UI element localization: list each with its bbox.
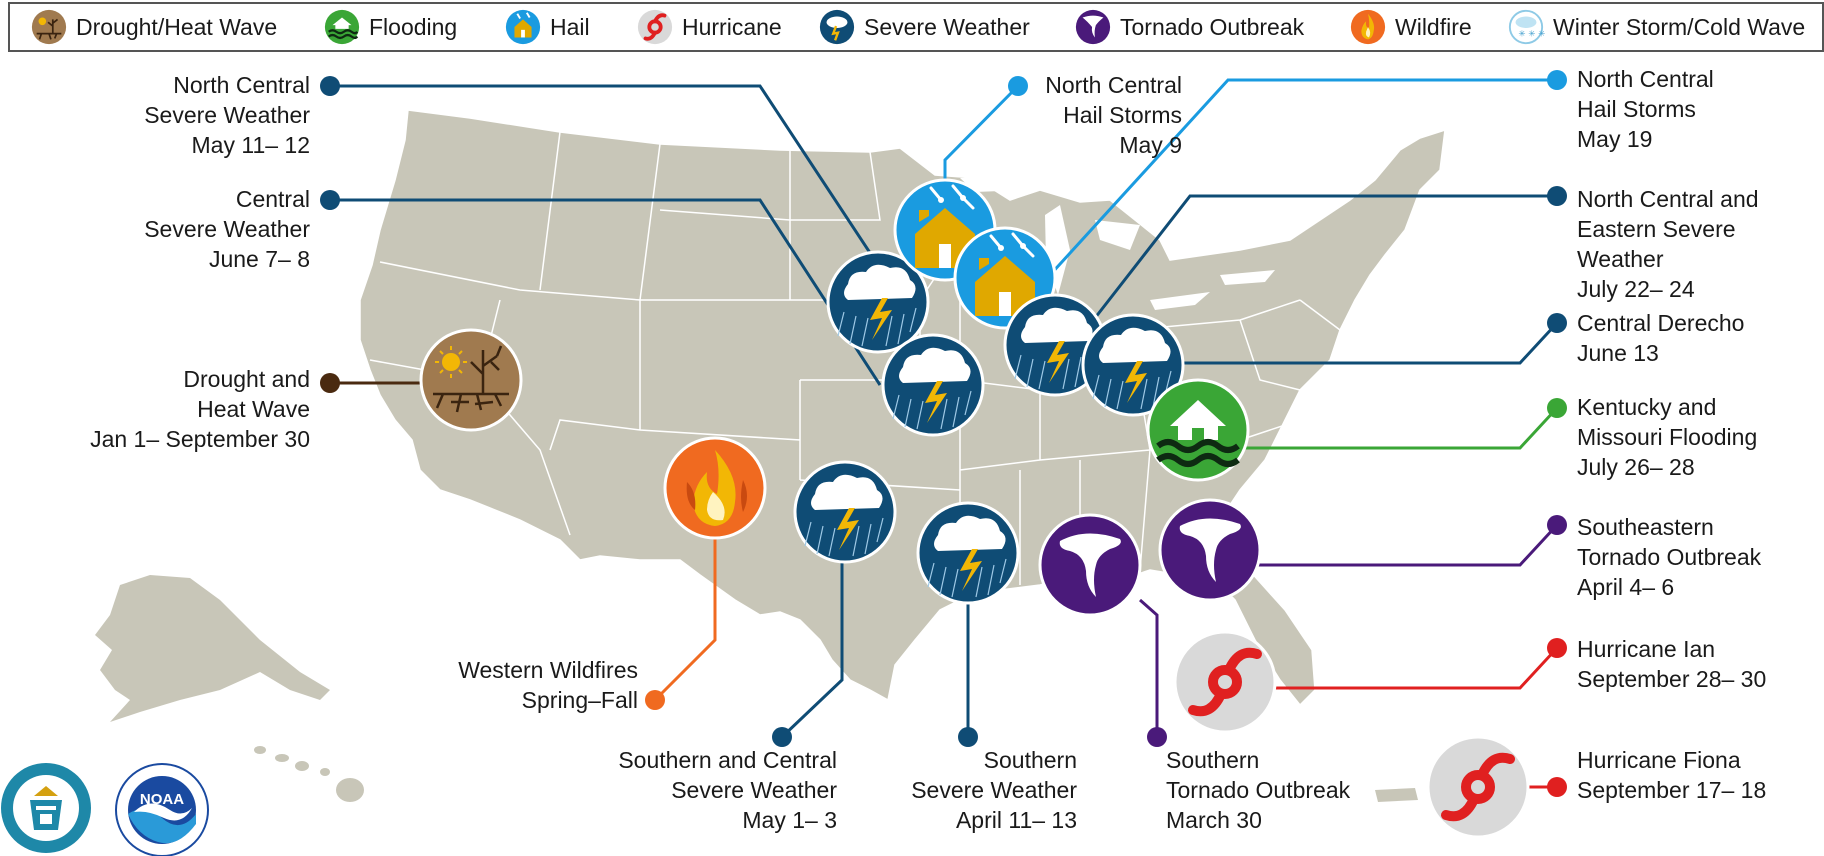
leader-endpoints — [320, 70, 1567, 797]
label-drought-heat: Drought and Heat Wave Jan 1– September 3… — [90, 366, 310, 452]
label-nc-hail-may19: North Central Hail Storms May 19 — [1577, 66, 1714, 152]
legend-label: Hail — [550, 13, 590, 40]
label-southern-central-severe: Southern and Central Severe Weather May … — [618, 747, 837, 833]
legend-label: Winter Storm/Cold Wave — [1553, 13, 1806, 40]
map-icon-tornado — [1038, 513, 1142, 617]
label-se-tornado: Southeastern Tornado Outbreak April 4– 6 — [1577, 514, 1762, 600]
hawaii-land — [254, 746, 364, 802]
legend-item-flooding: Flooding — [323, 4, 457, 50]
label-ky-mo-flooding: Kentucky and Missouri Flooding July 26– … — [1577, 394, 1758, 480]
legend-item-hail: Hail — [504, 4, 590, 50]
legend-label: Hurricane — [682, 13, 782, 40]
tornado-icon — [1075, 9, 1111, 45]
map-icon-tornado — [1158, 498, 1262, 602]
map-icon-flooding — [1146, 378, 1250, 482]
hail-icon — [505, 9, 541, 45]
legend-label: Severe Weather — [864, 13, 1030, 40]
map-icon-severe-weather — [793, 460, 897, 564]
label-southern-severe: Southern Severe Weather April 11– 13 — [911, 747, 1077, 833]
label-nc-severe-may: North Central Severe Weather May 11– 12 — [144, 72, 310, 158]
commerce-seal-logo — [1, 763, 91, 853]
legend-item-wildfire: Wildfire — [1349, 4, 1472, 50]
puerto-rico-land — [1375, 788, 1418, 802]
svg-text:✳ ✳ ✳: ✳ ✳ ✳ — [1518, 30, 1545, 40]
label-nc-hail-may9: North Central Hail Storms May 9 — [1045, 72, 1182, 158]
hurricane-icon — [637, 9, 673, 45]
map-icon-severe-weather — [916, 501, 1020, 605]
label-nc-eastern-severe: North Central and Eastern Severe Weather… — [1577, 186, 1759, 302]
legend-item-tornado: Tornado Outbreak — [1074, 4, 1304, 50]
label-hurricane-ian: Hurricane Ian September 28– 30 — [1577, 636, 1767, 692]
drought-icon — [31, 9, 67, 45]
flooding-icon — [324, 9, 360, 45]
wildfire-icon — [1350, 9, 1386, 45]
legend-label: Flooding — [369, 13, 458, 40]
label-southern-tornado: Southern Tornado Outbreak March 30 — [1166, 747, 1351, 833]
map-icon-wildfire — [663, 436, 767, 540]
legend-item-severe: Severe Weather — [818, 4, 1030, 50]
legend-label: Drought/Heat Wave — [76, 13, 278, 40]
legend-item-winter: ✳ ✳ ✳ Winter Storm/Cold Wave — [1507, 4, 1805, 50]
map-icon-severe-weather — [881, 333, 985, 437]
map-icon-drought — [419, 328, 523, 432]
map-icon-hurricane — [1175, 632, 1275, 732]
legend: Drought/Heat Wave Flooding Hail Hurrican… — [8, 2, 1824, 52]
winter-storm-icon: ✳ ✳ ✳ — [1508, 9, 1545, 45]
leader-lines — [330, 78, 1559, 789]
alaska-land — [95, 575, 330, 722]
label-central-severe-june: Central Severe Weather June 7– 8 — [144, 186, 310, 272]
label-hurricane-fiona: Hurricane Fiona September 17– 18 — [1577, 747, 1767, 803]
legend-item-drought: Drought/Heat Wave — [30, 4, 277, 50]
legend-label: Tornado Outbreak — [1120, 13, 1305, 40]
severe-weather-icon — [819, 9, 855, 45]
noaa-logo: NOAA — [115, 763, 209, 856]
legend-label: Wildfire — [1395, 13, 1472, 40]
great-lakes — [960, 176, 1275, 310]
legend-item-hurricane: Hurricane — [636, 4, 782, 50]
map-icon-hurricane — [1428, 737, 1528, 837]
svg-text:NOAA: NOAA — [140, 791, 184, 808]
label-western-wildfires: Western Wildfires Spring–Fall — [458, 657, 638, 713]
label-central-derecho: Central Derecho June 13 — [1577, 310, 1745, 366]
